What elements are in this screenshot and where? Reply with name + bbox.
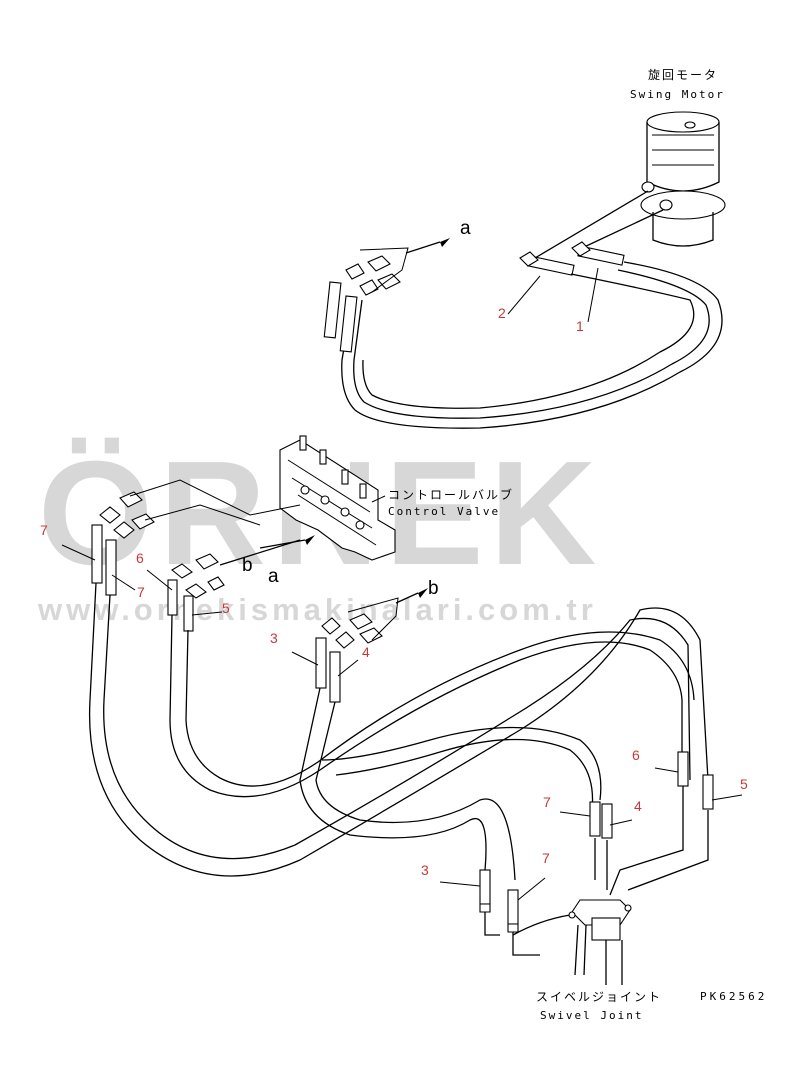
- swing-motor-label-en: Swing Motor: [630, 88, 725, 101]
- callout-5-right: 5: [740, 776, 748, 792]
- swivel-joint-label-en: Swivel Joint: [540, 1009, 644, 1022]
- callout-4-right: 4: [634, 798, 642, 814]
- middle-hose-group: [299, 588, 602, 881]
- drawing-code: PK62562: [700, 990, 768, 1003]
- watermark-url: www.ornekismakinalari.com.tr: [38, 592, 597, 627]
- callout-1: 1: [576, 318, 584, 334]
- control-valve-label-en: Control Valve: [388, 505, 501, 518]
- swing-motor-drawing: [640, 111, 726, 247]
- callout-3-bottom: 3: [421, 862, 429, 878]
- leader-lines: [61, 267, 743, 901]
- callout-4-mid: 4: [362, 644, 370, 660]
- left-hose-group: [88, 479, 709, 877]
- callout-7-right: 7: [543, 794, 551, 810]
- callout-7-bottom: 7: [542, 850, 550, 866]
- control-valve-label-jp: コントロールバルブ: [388, 488, 515, 502]
- callout-7-left-lower: 7: [137, 584, 145, 600]
- port-b-mid: b: [242, 555, 253, 576]
- callout-5-left: 5: [222, 600, 230, 616]
- callout-6-left: 6: [136, 550, 144, 566]
- swivel-joint-label-jp: スイベルジョイント: [536, 990, 663, 1004]
- port-b-right: b: [428, 578, 439, 599]
- callout-6-right: 6: [632, 747, 640, 763]
- callout-2: 2: [498, 305, 506, 321]
- port-a-top: a: [460, 218, 471, 239]
- callout-7-left: 7: [40, 522, 48, 538]
- hose-1-2-group: [323, 190, 723, 429]
- port-a-mid: a: [268, 566, 279, 587]
- control-valve-drawing: [279, 435, 396, 561]
- swivel-joint-drawing: [479, 751, 714, 985]
- callout-3-mid: 3: [270, 630, 278, 646]
- swing-motor-label-jp: 旋回モータ: [648, 68, 719, 82]
